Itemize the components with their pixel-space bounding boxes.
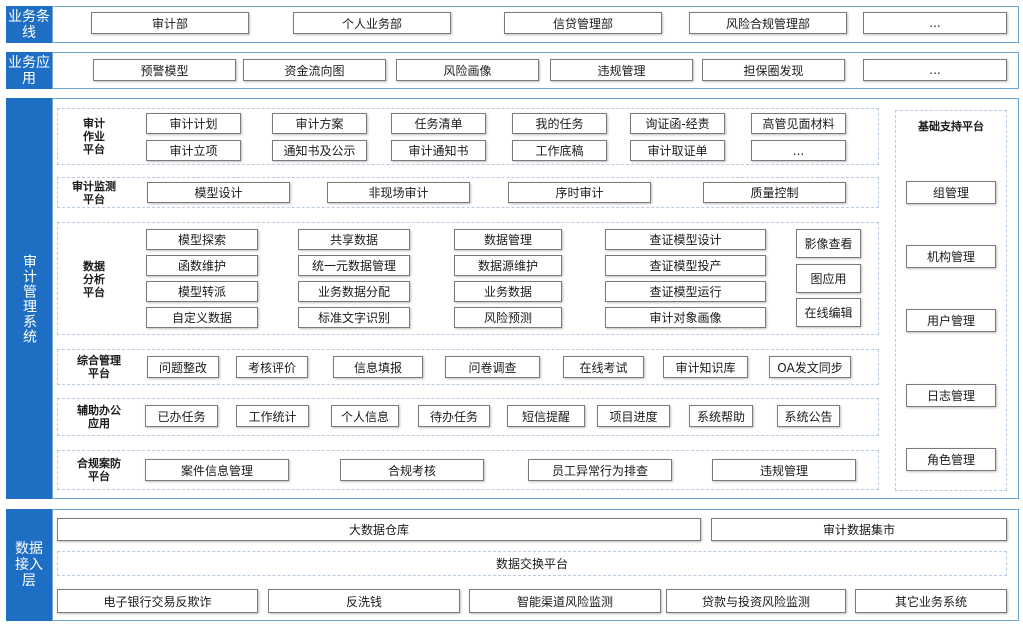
monitor-item: 质量控制: [703, 182, 846, 203]
mgmt-item: 审计知识库: [663, 356, 748, 378]
work-item: ...: [751, 140, 846, 161]
audit-data-mart: 审计数据集市: [711, 518, 1007, 541]
business-app-label: 业务应用: [6, 52, 52, 89]
business-line-item: 个人业务部: [293, 12, 451, 34]
data-source-item: 其它业务系统: [855, 589, 1007, 613]
monitor-item: 非现场审计: [327, 182, 470, 203]
data-item: 自定义数据: [146, 307, 258, 328]
work-item: 审计立项: [146, 140, 241, 161]
data-item: 查证模型投产: [605, 255, 766, 276]
mgmt-item: OA发文同步: [769, 356, 851, 378]
data-platform-label: 数据 分析 平台: [83, 259, 105, 299]
business-line-item: 信贷管理部: [504, 12, 662, 34]
work-item: 询证函-经责: [630, 113, 725, 134]
data-item: 影像查看: [796, 229, 861, 258]
monitor-item: 序时审计: [508, 182, 651, 203]
office-item: 短信提醒: [507, 405, 585, 427]
office-item: 工作统计: [236, 405, 309, 427]
compliance-item: 违规管理: [712, 459, 856, 481]
monitor-platform-label: 审计监测 平台: [72, 179, 116, 206]
support-item: 组管理: [906, 181, 996, 204]
data-item: 图应用: [796, 264, 861, 293]
data-item: 模型探索: [146, 229, 258, 250]
office-item: 项目进度: [597, 405, 670, 427]
work-item: 审计取证单: [630, 140, 725, 161]
office-app-label: 辅助办公 应用: [77, 404, 121, 430]
business-app-item: 违规管理: [550, 59, 693, 81]
support-platform-label: 基础支持平台: [918, 119, 984, 133]
work-platform-label: 审计 作业 平台: [83, 116, 105, 156]
support-item: 角色管理: [906, 448, 996, 471]
compliance-item: 员工异常行为排查: [528, 459, 672, 481]
data-item: 在线编辑: [796, 298, 861, 327]
data-source-item: 智能渠道风险监测: [469, 589, 661, 613]
work-item: 高管见面材料: [751, 113, 846, 134]
office-item: 系统帮助: [689, 405, 753, 427]
business-app-item: 风险画像: [396, 59, 539, 81]
data-exchange-platform: 数据交换平台: [57, 551, 1007, 576]
data-source-item: 贷款与投资风险监测: [666, 589, 846, 613]
data-item: 查证模型运行: [605, 281, 766, 302]
data-item: 业务数据分配: [298, 281, 410, 302]
work-item: 审计通知书: [391, 140, 486, 161]
office-item: 个人信息: [331, 405, 399, 427]
data-item: 风险预测: [454, 307, 562, 328]
mgmt-item: 在线考试: [563, 356, 644, 378]
business-line-item: 风险合规管理部: [689, 12, 847, 34]
office-item: 待办任务: [418, 405, 490, 427]
compliance-item: 合规考核: [340, 459, 484, 481]
data-item: 数据源维护: [454, 255, 562, 276]
work-item: 通知书及公示: [272, 140, 367, 161]
mgmt-item: 问卷调查: [445, 356, 540, 378]
business-app-item: 预警模型: [93, 59, 236, 81]
data-item: 业务数据: [454, 281, 562, 302]
business-app-item: 担保圈发现: [702, 59, 845, 81]
work-item: 审计方案: [272, 113, 367, 134]
data-item: 模型转派: [146, 281, 258, 302]
audit-system-label: 审计管理系统: [6, 98, 52, 499]
compliance-item: 案件信息管理: [145, 459, 289, 481]
data-source-item: 电子银行交易反欺诈: [57, 589, 258, 613]
business-line-item: 审计部: [91, 12, 249, 34]
data-item: 共享数据: [298, 229, 410, 250]
work-item: 工作底稿: [512, 140, 607, 161]
office-item: 已办任务: [145, 405, 218, 427]
support-platform-panel: [895, 110, 1007, 491]
data-access-label: 数据 接入 层: [6, 509, 52, 621]
office-item: 系统公告: [777, 405, 840, 427]
data-item: 数据管理: [454, 229, 562, 250]
work-item: 审计计划: [146, 113, 241, 134]
mgmt-item: 问题整改: [147, 356, 219, 378]
mgmt-item: 信息填报: [333, 356, 423, 378]
support-item: 日志管理: [906, 384, 996, 407]
business-line-item: ...: [863, 12, 1007, 34]
business-app-item: ...: [863, 59, 1007, 81]
work-item: 我的任务: [512, 113, 607, 134]
monitor-item: 模型设计: [147, 182, 290, 203]
data-source-item: 反洗钱: [268, 589, 460, 613]
business-app-item: 资金流向图: [243, 59, 386, 81]
data-item: 函数维护: [146, 255, 258, 276]
data-item: 统一元数据管理: [298, 255, 410, 276]
data-item: 审计对象画像: [605, 307, 766, 328]
data-warehouse: 大数据仓库: [57, 518, 701, 541]
work-item: 任务清单: [391, 113, 486, 134]
mgmt-platform-label: 综合管理 平台: [77, 354, 121, 380]
mgmt-item: 考核评价: [236, 356, 308, 378]
compliance-platform-label: 合规案防 平台: [77, 457, 121, 483]
support-item: 机构管理: [906, 245, 996, 268]
support-item: 用户管理: [906, 309, 996, 332]
data-item: 标准文字识别: [298, 307, 410, 328]
data-item: 查证模型设计: [605, 229, 766, 250]
business-line-label: 业务条线: [6, 6, 52, 43]
